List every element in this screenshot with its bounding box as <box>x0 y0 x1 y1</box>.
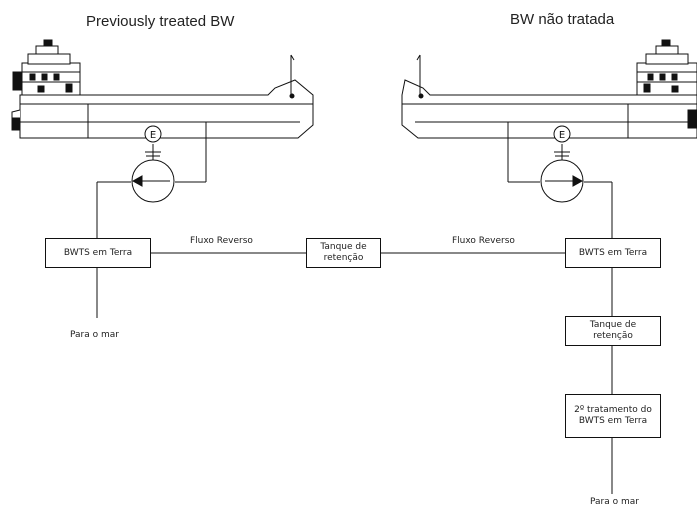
second-treatment-box: 2º tratamento do BWTS em Terra <box>565 394 661 438</box>
left-flow-label: Fluxo Reverso <box>190 236 253 246</box>
left-ship <box>11 39 314 139</box>
left-pump <box>131 125 175 203</box>
right-pump-symbol: E <box>559 130 565 141</box>
left-bwts-box: BWTS em Terra <box>45 238 151 268</box>
left-pump-symbol: E <box>150 130 156 141</box>
right-piping <box>507 122 613 494</box>
left-title: Previously treated BW <box>86 13 235 30</box>
right-holding-tank-box: Tanque de retenção <box>565 316 661 346</box>
right-outlet-label: Para o mar <box>590 497 639 507</box>
left-piping <box>96 122 565 318</box>
right-title: BW não tratada <box>510 11 615 28</box>
right-flow-label: Fluxo Reverso <box>452 236 515 246</box>
right-pump <box>540 125 584 203</box>
right-bwts-box: BWTS em Terra <box>565 238 661 268</box>
center-holding-tank-box: Tanque de retenção <box>306 238 381 268</box>
left-outlet-label: Para o mar <box>70 330 119 340</box>
right-ship <box>401 39 697 139</box>
